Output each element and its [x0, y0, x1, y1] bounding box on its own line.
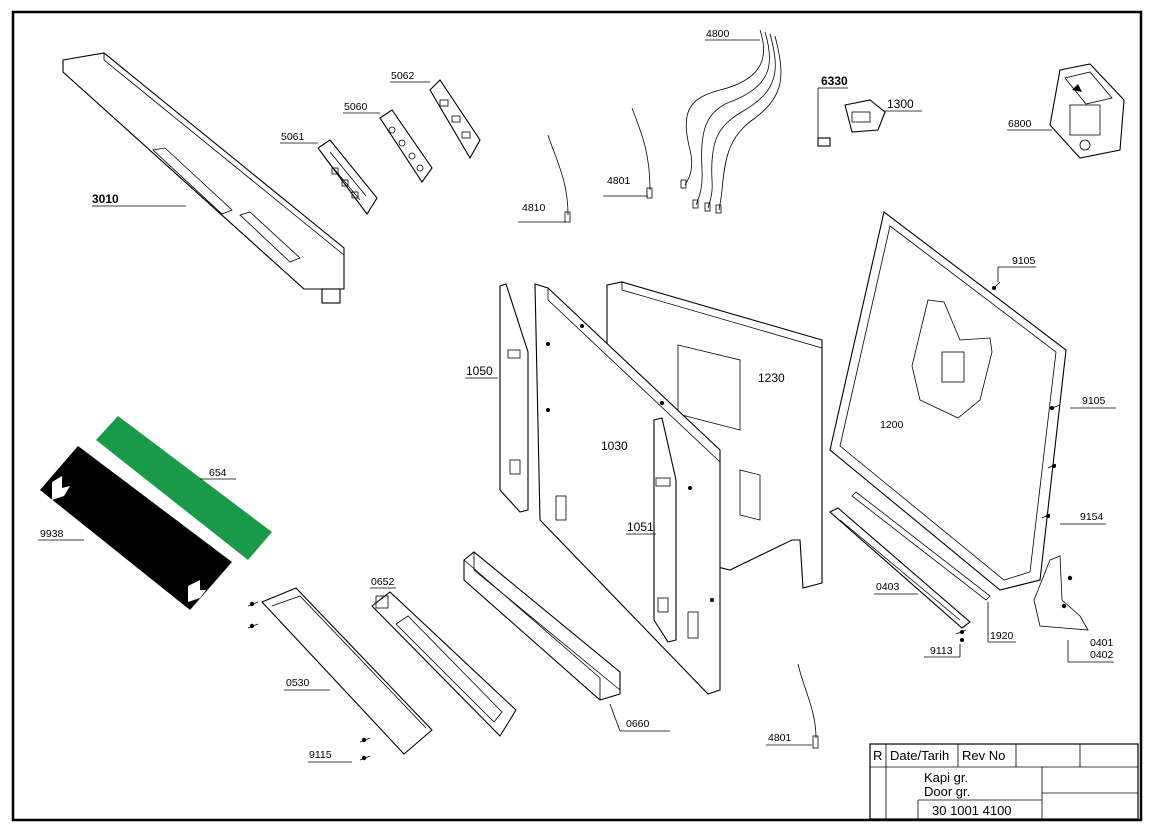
- label-5061: 5061: [281, 131, 305, 143]
- label-6800: 6800: [1008, 118, 1032, 130]
- part-1051-bracket: [653, 417, 677, 643]
- label-1030: 1030: [601, 439, 628, 453]
- label-0530: 0530: [286, 677, 310, 689]
- title-name-tr: Kapi gr.: [924, 770, 968, 785]
- label-1230: 1230: [758, 371, 785, 385]
- part-5061-module: [317, 139, 378, 215]
- label-4801-top: 4801: [607, 175, 631, 187]
- part-0403-rail: [829, 507, 971, 629]
- title-part-number: 30 1001 4100: [932, 803, 1012, 818]
- part-5062-board: [429, 79, 481, 160]
- label-1050: 1050: [466, 364, 493, 378]
- part-9105-screw-b: [1050, 404, 1061, 410]
- drawing-border: [11, 10, 1143, 822]
- title-date-header: Date/Tarih: [890, 748, 949, 763]
- label-5062: 5062: [391, 70, 415, 82]
- part-0530-kick-plate: [247, 587, 433, 755]
- part-1920-seal: [851, 491, 991, 601]
- part-4800-harness: [680, 29, 782, 214]
- label-0660: 0660: [626, 718, 650, 730]
- label-654: 654: [209, 467, 227, 479]
- part-1300-switch: [844, 99, 886, 133]
- part-654-green-strip: [96, 416, 272, 560]
- label-9938: 9938: [40, 528, 64, 540]
- part-4801-wire-bottom: [797, 663, 819, 749]
- title-rev-header: R: [873, 748, 882, 763]
- title-block: [869, 743, 1139, 820]
- label-4810: 4810: [522, 202, 546, 214]
- label-0402: 0402: [1090, 649, 1114, 661]
- label-9154: 9154: [1080, 511, 1104, 523]
- part-9938-black-strip: [40, 446, 232, 610]
- part-1200-outer-door: [829, 211, 1067, 591]
- part-9105-screw-a: [992, 281, 1001, 290]
- part-4810-wire: [547, 134, 571, 223]
- part-6800-dispenser: [1049, 63, 1125, 159]
- part-0660-foam-block: [463, 551, 621, 701]
- label-6330: 6330: [821, 74, 848, 88]
- label-9105-b: 9105: [1082, 395, 1106, 407]
- part-4801-wire-top: [631, 107, 653, 199]
- part-0652-handle: [371, 591, 517, 737]
- label-5060: 5060: [344, 101, 368, 113]
- label-4800: 4800: [706, 28, 730, 40]
- part-3010-control-panel: [62, 52, 345, 304]
- title-revno-header: Rev No: [962, 748, 1005, 763]
- label-1200: 1200: [880, 419, 904, 431]
- part-9154-screws: [1041, 463, 1057, 519]
- label-1920: 1920: [990, 630, 1014, 642]
- title-name-en: Door gr.: [924, 784, 970, 799]
- label-0401: 0401: [1090, 637, 1114, 649]
- label-1300: 1300: [887, 97, 914, 111]
- label-0403: 0403: [876, 581, 900, 593]
- part-9115-screws: [359, 737, 371, 761]
- part-1050-bracket: [499, 283, 529, 513]
- label-0652: 0652: [371, 576, 395, 588]
- label-3010: 3010: [92, 192, 119, 206]
- part-9113-screws: [955, 629, 967, 642]
- part-6330-clip: [817, 137, 831, 147]
- label-4801-bottom: 4801: [768, 732, 792, 744]
- label-9113: 9113: [930, 645, 953, 657]
- label-9115: 9115: [309, 749, 332, 761]
- label-1051: 1051: [627, 520, 654, 534]
- label-9105-a: 9105: [1012, 255, 1036, 267]
- part-0401-0402-hinge: [1033, 555, 1089, 631]
- part-5060-module: [379, 109, 433, 183]
